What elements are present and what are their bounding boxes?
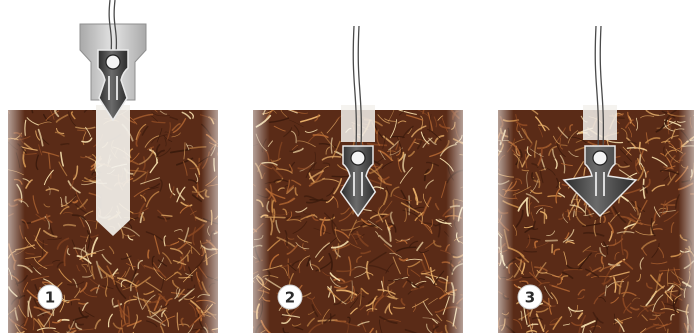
- implant-eyelet: [351, 151, 365, 165]
- step-panel-2: 2: [238, 26, 477, 333]
- step-number: 3: [525, 289, 535, 307]
- insertion-cannula: [96, 105, 130, 236]
- step-number: 1: [45, 289, 55, 307]
- step-number: 2: [285, 289, 295, 307]
- step-panel-1: 1: [0, 0, 230, 333]
- step-badge-3: 3: [518, 285, 542, 309]
- step-panel-3: 3: [489, 26, 696, 333]
- insertion-channel: [583, 105, 617, 140]
- step-badge-1: 1: [38, 285, 62, 309]
- insertion-channel: [341, 105, 375, 142]
- implant-eyelet: [106, 55, 120, 69]
- implant-eyelet: [593, 151, 607, 165]
- step-badge-2: 2: [278, 285, 302, 309]
